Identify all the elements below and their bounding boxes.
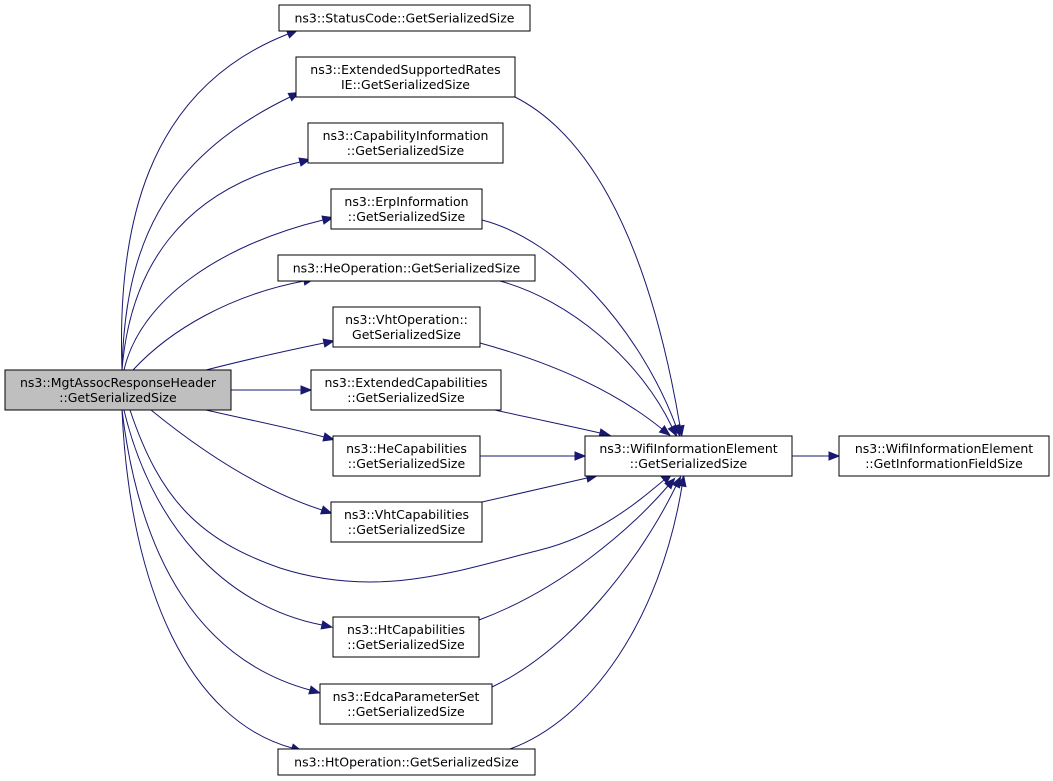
nodes-layer: ns3::MgtAssocResponseHeader::GetSerializ… [4,4,1050,776]
edge-extrates-wifi [514,96,681,427]
node-box-htop [277,748,536,776]
node-erp[interactable]: ns3::ErpInformation::GetSerializedSize [330,188,483,230]
node-hecap[interactable]: ns3::HeCapabilities::GetSerializedSize [332,435,481,477]
node-box-vhtop [332,306,481,348]
node-label-htcap-1: ::GetSerializedSize [347,637,465,652]
node-label-wifiinfo-1: ::GetInformationFieldSize [865,456,1023,471]
node-label-wifi-1: ::GetSerializedSize [630,456,748,471]
node-box-wifiinfo [838,435,1050,477]
node-extcap[interactable]: ns3::ExtendedCapabilities::GetSerialized… [310,369,502,411]
arrowhead-root-capinfo [298,157,312,167]
node-label-heop-0: ns3::HeOperation::GetSerializedSize [293,261,521,276]
edge-htop-wifi [509,485,683,750]
arrowhead-root-htcap [320,620,334,630]
node-label-vhtop-0: ns3::VhtOperation:: [345,312,468,327]
node-label-extcap-1: ::GetSerializedSize [347,390,465,405]
node-wifi[interactable]: ns3::WifiInformationElement::GetSerializ… [584,435,793,477]
node-box-status [278,4,531,32]
arrowhead-hecap-wifi [574,451,587,461]
edge-extcap-wifi [494,409,601,434]
node-label-capinfo-1: ::GetSerializedSize [347,143,465,158]
edge-root-capinfo [121,161,301,371]
arrowhead-root-vhtop [322,338,336,348]
node-label-extcap-0: ns3::ExtendedCapabilities [324,375,487,390]
node-box-erp [330,188,483,230]
node-box-htcap [332,616,480,658]
node-label-capinfo-0: ns3::CapabilityInformation [323,128,489,143]
arrowhead-root-hecap [322,432,335,442]
arrowhead-vhtop-wifi [658,424,671,436]
node-label-hecap-0: ns3::HeCapabilities [346,441,467,456]
arrowhead-root-extcap [300,385,313,395]
node-label-vhtcap-0: ns3::VhtCapabilities [344,507,469,522]
node-htcap[interactable]: ns3::HtCapabilities::GetSerializedSize [332,616,480,658]
edge-root-extrates [121,96,291,371]
node-label-erp-0: ns3::ErpInformation [344,194,468,209]
node-label-vhtcap-1: ::GetSerializedSize [348,522,466,537]
arrowhead-wifi-wifiinfo [828,451,841,461]
node-label-extrates-0: ns3::ExtendedSupportedRates [310,62,500,77]
node-heop[interactable]: ns3::HeOperation::GetSerializedSize [277,254,536,282]
node-box-extrates [295,56,516,98]
node-box-extcap [310,369,502,411]
node-label-htcap-0: ns3::HtCapabilities [347,622,465,637]
node-label-status-0: ns3::StatusCode::GetSerializedSize [294,11,514,26]
edge-root-htcap [123,409,323,626]
node-label-erp-1: ::GetSerializedSize [348,209,466,224]
edge-htcap-wifi [478,485,669,621]
node-vhtop[interactable]: ns3::VhtOperation::GetSerializedSize [332,306,481,348]
edge-root-vhtop [205,342,325,371]
node-extrates[interactable]: ns3::ExtendedSupportedRatesIE::GetSerial… [295,56,516,98]
node-label-extrates-1: IE::GetSerializedSize [341,77,470,92]
node-box-heop [277,254,536,282]
node-status[interactable]: ns3::StatusCode::GetSerializedSize [278,4,531,32]
edges-layer [121,29,841,753]
edge-root-erp [123,219,324,371]
edge-root-heop [132,280,305,371]
node-label-wifiinfo-0: ns3::WifiInformationElement [855,441,1033,456]
arrowhead-heop-wifi [667,424,678,438]
arrowhead-root-erp [321,215,334,225]
node-box-capinfo [307,122,504,164]
edge-root-htop [121,409,293,749]
edge-vhtop-wifi [479,342,663,430]
arrowhead-root-vhtcap [320,505,333,515]
node-box-wifi [584,435,793,477]
node-root[interactable]: ns3::MgtAssocResponseHeader::GetSerializ… [4,369,232,411]
edge-root-wifi [129,409,665,583]
edge-root-edca [121,409,311,691]
node-box-vhtcap [330,501,483,543]
edge-heop-wifi [499,280,673,428]
node-label-root-1: ::GetSerializedSize [59,390,177,405]
node-box-edca [319,683,493,725]
node-label-edca-1: ::GetSerializedSize [347,704,465,719]
edge-edca-wifi [491,485,677,688]
edge-root-vhtcap [150,409,323,511]
edge-vhtcap-wifi [481,477,588,503]
node-wifiinfo[interactable]: ns3::WifiInformationElement::GetInformat… [838,435,1050,477]
node-label-root-0: ns3::MgtAssocResponseHeader [20,375,217,390]
node-capinfo[interactable]: ns3::CapabilityInformation::GetSerialize… [307,122,504,164]
arrowhead-root-edca [308,685,321,695]
edge-root-status [121,33,289,371]
arrowhead-htop-wifi [677,474,687,488]
node-vhtcap[interactable]: ns3::VhtCapabilities::GetSerializedSize [330,501,483,543]
node-label-hecap-1: ::GetSerializedSize [348,456,466,471]
edge-erp-wifi [481,219,677,427]
node-box-root [4,369,232,411]
node-label-wifi-0: ns3::WifiInformationElement [599,441,777,456]
node-label-htop-0: ns3::HtOperation::GetSerializedSize [294,755,519,770]
node-htop[interactable]: ns3::HtOperation::GetSerializedSize [277,748,536,776]
node-edca[interactable]: ns3::EdcaParameterSet::GetSerializedSize [319,683,493,725]
edge-root-hecap [205,409,325,438]
node-box-hecap [332,435,481,477]
node-label-edca-0: ns3::EdcaParameterSet [333,689,480,704]
node-label-vhtop-1: GetSerializedSize [352,327,461,342]
